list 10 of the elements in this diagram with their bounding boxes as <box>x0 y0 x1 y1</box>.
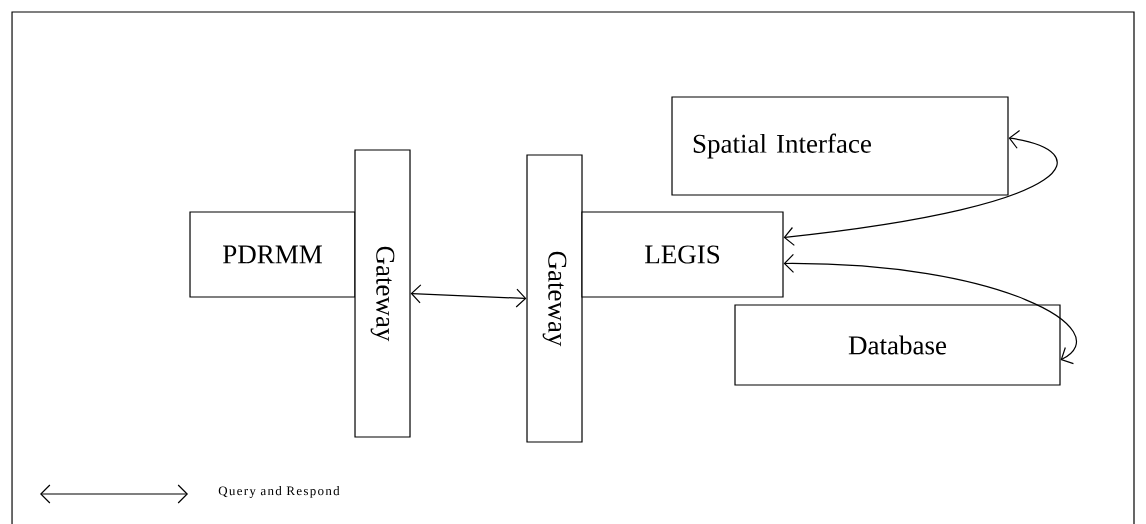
arrow <box>410 284 527 308</box>
gateway-box: Gateway <box>354 149 411 438</box>
component-box: Spatial Interface <box>671 96 1009 196</box>
arrow <box>783 253 1078 365</box>
component-box: Database <box>734 304 1061 386</box>
component-box: LEGIS <box>581 211 784 298</box>
arrow <box>783 129 1058 246</box>
gateway-box: Gateway <box>526 154 583 443</box>
component-box: PDRMM <box>189 211 356 298</box>
legend-text: Query and Respond <box>218 486 340 498</box>
